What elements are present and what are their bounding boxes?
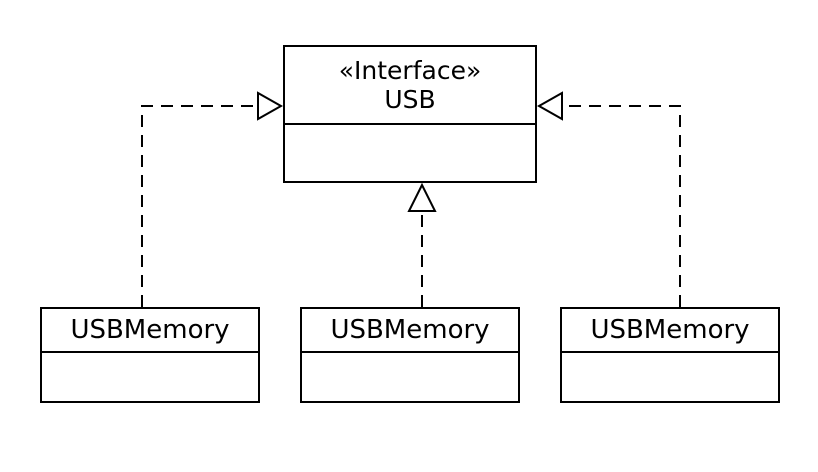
class-box-usbmemory-left: USBMemory (40, 307, 260, 403)
interface-name-label: USB (384, 85, 436, 114)
class-title-compartment: USBMemory (302, 309, 518, 353)
class-title-compartment: USBMemory (42, 309, 258, 353)
realization-arrowhead-left-icon (257, 91, 284, 121)
interface-class-box: «Interface» USB (283, 45, 537, 183)
interface-stereotype-label: «Interface» (338, 56, 482, 85)
realization-arrowhead-middle-icon (407, 182, 437, 212)
realization-line-right (562, 105, 681, 307)
class-title-compartment: USBMemory (562, 309, 778, 353)
class-members-compartment (42, 353, 258, 401)
class-members-compartment (302, 353, 518, 401)
class-name-label: USBMemory (590, 315, 750, 345)
interface-members-compartment (285, 125, 535, 181)
class-members-compartment (562, 353, 778, 401)
realization-arrowhead-right-icon (536, 91, 563, 121)
realization-line-left (141, 105, 258, 307)
class-name-label: USBMemory (330, 315, 490, 345)
interface-title-compartment: «Interface» USB (285, 47, 535, 125)
class-box-usbmemory-right: USBMemory (560, 307, 780, 403)
class-name-label: USBMemory (70, 315, 230, 345)
class-box-usbmemory-middle: USBMemory (300, 307, 520, 403)
